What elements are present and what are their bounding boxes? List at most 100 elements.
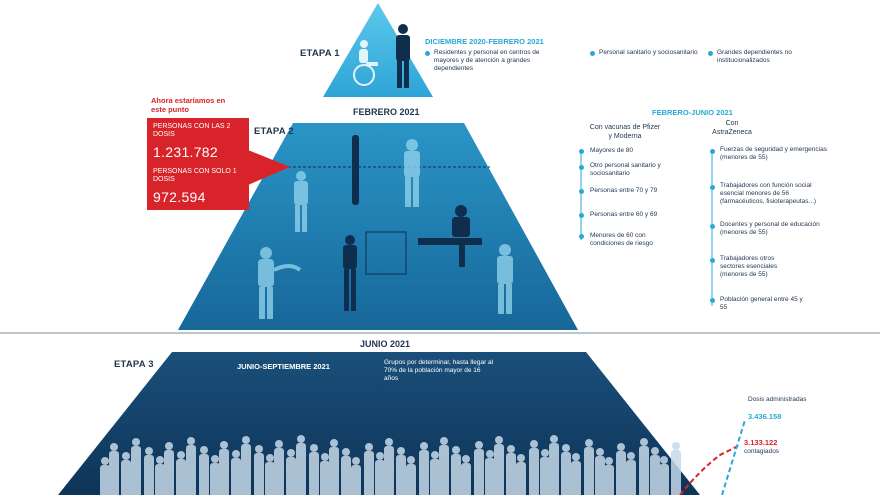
crowd-person-body (451, 454, 461, 495)
crowd-person-body (650, 455, 660, 495)
crowd-person-body (616, 451, 626, 495)
crowd-person-body (121, 460, 131, 495)
stage1-group-2: Personal sanitario y sociosanitario (599, 49, 698, 56)
crowd-silhouettes (100, 435, 681, 495)
crowd-person-head (211, 455, 219, 463)
pfizer-item-bullet (579, 165, 584, 170)
crowd-person-head (275, 440, 283, 448)
crowd-person-head (541, 449, 549, 457)
crowd-person-body (626, 460, 636, 495)
crowd-person-head (530, 440, 538, 448)
crowd-person-body (671, 450, 681, 495)
stage1-bullet-1 (425, 51, 430, 56)
crowd-person-head (330, 439, 338, 447)
crowd-person-body (274, 448, 284, 495)
crowd-person-head (572, 453, 580, 461)
two-doses-value: 1.231.782 (153, 144, 218, 160)
astrazeneca-item-bullet (710, 298, 715, 303)
crowd-person-body (494, 444, 504, 495)
crowd-person-body (320, 461, 330, 495)
crowd-person-head (550, 435, 558, 443)
astrazeneca-title: Con AstraZeneca (712, 120, 752, 136)
wheelchair-figure (353, 40, 378, 86)
crowd-person-body (506, 453, 516, 495)
crowd-person-head (145, 447, 153, 455)
crowd-person-head (297, 435, 305, 443)
crowd-person-body (265, 462, 275, 495)
pfizer-item: Otro personal sanitario y sociosanitario (590, 162, 661, 177)
crowd-person-head (110, 443, 118, 451)
one-dose-value: 972.594 (153, 189, 206, 205)
crowd-person-head (122, 452, 130, 460)
crowd-person-body (286, 457, 296, 495)
crowd-person-head (156, 456, 164, 464)
stage2-figures (258, 139, 513, 319)
crowd-person-body (604, 465, 614, 495)
stage2-label: ETAPA 2 (254, 126, 294, 137)
crowd-person-body (549, 443, 559, 495)
crowd-person-head (452, 446, 460, 454)
crowd-person-head (672, 442, 680, 450)
infected-trend-line (679, 444, 741, 495)
crowd-person-head (187, 437, 195, 445)
crowd-person-body (176, 459, 186, 495)
stage2-dark-figures (343, 135, 482, 311)
crowd-person-head (376, 452, 384, 460)
stage1-bullet-3 (708, 51, 713, 56)
crowd-person-body (351, 465, 361, 495)
crowd-person-body (144, 455, 154, 495)
crowd-person-body (109, 451, 119, 495)
pfizer-item-bullet (579, 234, 584, 239)
crowd-person-head (617, 443, 625, 451)
crowd-person-body (131, 446, 141, 495)
crowd-person-head (310, 444, 318, 452)
astrazeneca-item-bullet (710, 185, 715, 190)
crowd-person-head (640, 438, 648, 446)
crowd-person-body (595, 456, 605, 495)
crowd-person-head (431, 451, 439, 459)
crowd-person-body (461, 463, 471, 495)
crowd-person-head (365, 443, 373, 451)
stage3-label: ETAPA 3 (114, 359, 154, 370)
crowd-person-body (474, 449, 484, 495)
pfizer-item-bullet (579, 213, 584, 218)
crowd-person-body (164, 450, 174, 495)
pfizer-item-bullet (579, 189, 584, 194)
pfizer-item: Mayores de 80 (590, 147, 633, 154)
pfizer-item: Menores de 60 con condiciones de riesgo (590, 232, 653, 247)
pfizer-item-bullet (579, 149, 584, 154)
crowd-person-body (516, 462, 526, 495)
crowd-person-head (462, 455, 470, 463)
crowd-person-body (659, 464, 669, 495)
stage1-bullet-2 (590, 51, 595, 56)
crowd-person-head (232, 450, 240, 458)
doses-trend-line (721, 419, 746, 495)
crowd-person-head (385, 438, 393, 446)
stage1-group-3: Grandes dependientes no institucionaliza… (717, 49, 792, 64)
crowd-person-body (485, 458, 495, 495)
astrazeneca-item: Fuerzas de seguridad y emergencias (meno… (720, 146, 827, 161)
astrazeneca-item-bullet (710, 149, 715, 154)
febrero-label: FEBRERO 2021 (353, 107, 420, 117)
crowd-person-head (475, 441, 483, 449)
astrazeneca-item-bullet (710, 258, 715, 263)
crowd-person-body (396, 455, 406, 495)
astrazeneca-item: Docentes y personal de educación (menore… (720, 221, 820, 236)
crowd-person-body (199, 454, 209, 495)
crowd-person-body (384, 446, 394, 495)
crowd-person-head (627, 452, 635, 460)
crowd-person-head (255, 445, 263, 453)
crowd-person-head (486, 450, 494, 458)
red-callout-pointer (248, 150, 290, 185)
crowd-person-body (419, 450, 429, 495)
crowd-person-head (101, 457, 109, 465)
crowd-person-head (242, 436, 250, 444)
crowd-person-head (605, 457, 613, 465)
crowd-person-head (495, 436, 503, 444)
crowd-person-head (321, 453, 329, 461)
astrazeneca-item: Población general entre 45 y 55 (720, 296, 803, 311)
crowd-person-head (407, 456, 415, 464)
astrazeneca-item-bullet (710, 224, 715, 229)
crowd-person-head (517, 454, 525, 462)
